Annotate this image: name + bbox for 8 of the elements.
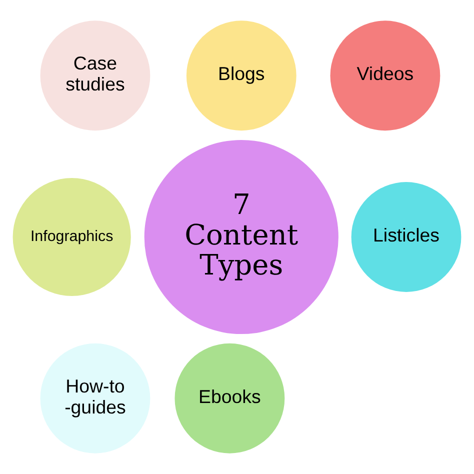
node-circle: Listicles [351,182,462,292]
node-circle: How-to -guides [40,343,150,454]
node-circle: Videos [330,20,440,131]
node-circle: Case studies [40,20,150,131]
node-circle: Ebooks [174,343,285,454]
node-circle: Infographics [12,178,131,296]
node-circle: Blogs [186,20,296,131]
node-circle: 7 Content Types [144,140,338,334]
